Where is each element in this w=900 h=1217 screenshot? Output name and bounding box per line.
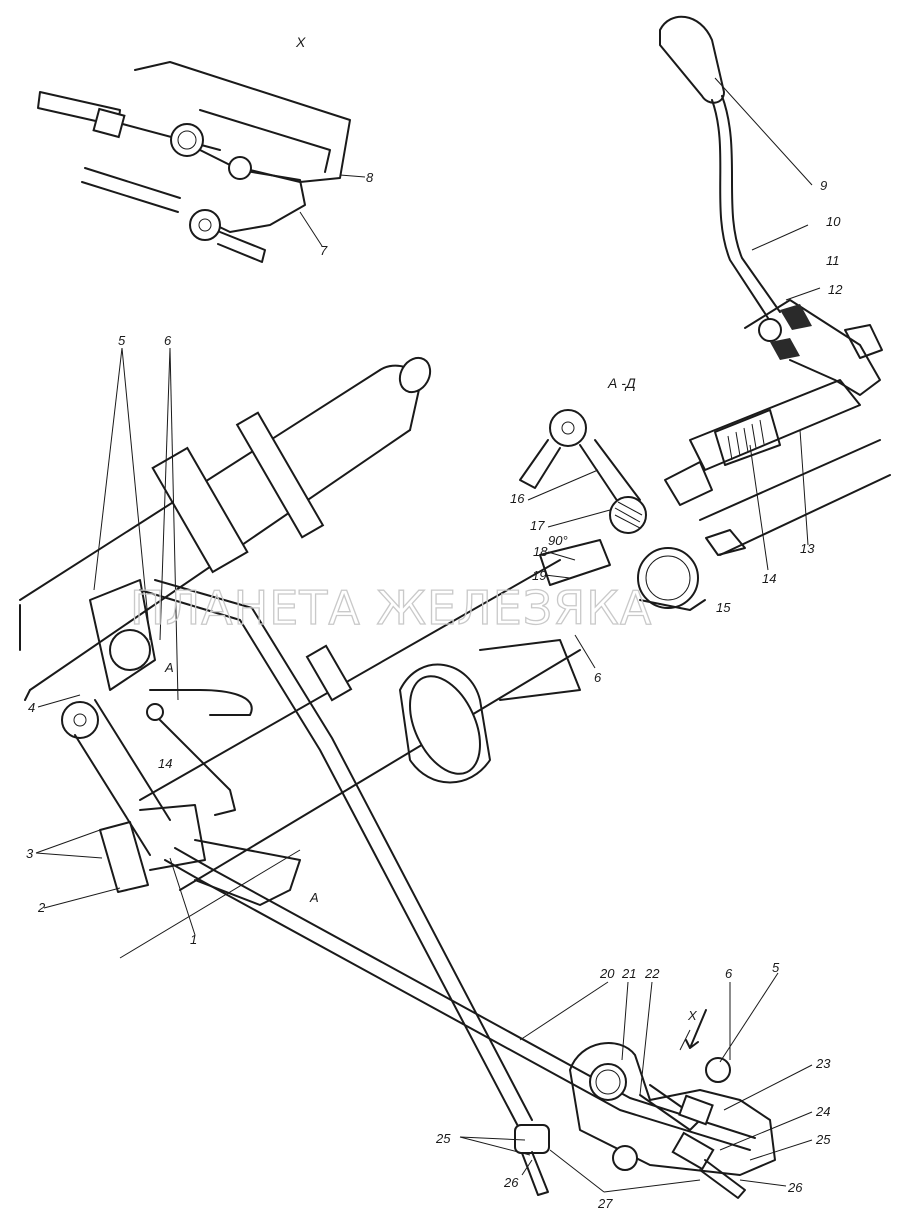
callout-15: 15 [716,600,731,615]
view-labels: Х А -Д А А 90° Х [164,34,698,1023]
callout-6-mid: 6 [594,670,602,685]
callout-numbers: 1 2 3 4 5 6 7 8 9 10 11 12 13 14 15 16 1… [26,170,843,1211]
callout-17: 17 [530,518,545,533]
callout-16: 16 [510,491,525,506]
callout-3: 3 [26,846,34,861]
callout-5-bottom: 5 [772,960,780,975]
callout-21: 21 [621,966,636,981]
watermark-text: ПЛАНЕТА ЖЕЛЕЗЯКА [130,581,652,635]
gear-lever [659,15,891,571]
callout-1: 1 [190,932,197,947]
callout-9: 9 [820,178,827,193]
callout-20: 20 [599,966,615,981]
label-section-a-top: А [164,660,174,675]
callout-27: 27 [597,1196,613,1211]
callout-5: 5 [118,333,126,348]
callout-14: 14 [762,571,776,586]
callout-26-right: 26 [787,1180,803,1195]
label-angle: 90° [548,533,568,548]
callout-22: 22 [644,966,660,981]
main-linkage-assembly [19,356,581,959]
callout-2: 2 [37,900,46,915]
section-a-d [519,409,746,669]
callout-11: 11 [826,253,840,268]
callout-14-left: 14 [158,756,172,771]
label-section-ad: А -Д [607,375,636,391]
callout-23: 23 [815,1056,831,1071]
lower-right-bracket [514,1009,776,1199]
callout-24: 24 [815,1104,830,1119]
label-arrow-x: Х [687,1008,698,1023]
callout-25: 25 [435,1131,451,1146]
label-view-x: Х [295,34,306,50]
callout-19: 19 [532,568,546,583]
detail-view-x [37,61,366,263]
callout-26: 26 [503,1175,519,1190]
callout-4: 4 [28,700,35,715]
callout-6: 6 [164,333,172,348]
leader-lines [35,347,813,1193]
callout-8: 8 [366,170,374,185]
callout-13: 13 [800,541,815,556]
callout-6-bottom: 6 [725,966,733,981]
label-section-a-bottom: А [309,890,319,905]
callout-18: 18 [533,544,548,559]
callout-12: 12 [828,282,843,297]
callout-7: 7 [320,243,328,258]
callout-10: 10 [826,214,841,229]
callout-25-right: 25 [815,1132,831,1147]
